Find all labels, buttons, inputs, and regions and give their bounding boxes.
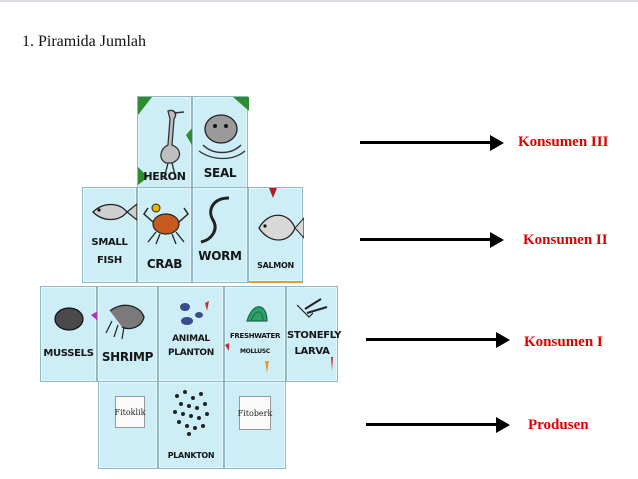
card-seal: SEAL xyxy=(192,96,249,190)
heron-icon xyxy=(138,97,193,185)
card-worm: WORM xyxy=(192,187,248,283)
arrow-konsumen-1 xyxy=(366,330,510,350)
label-stonefly-1: STONEFLY xyxy=(287,330,342,341)
animal-planton-icon xyxy=(180,301,209,325)
arrowhead-icon xyxy=(490,232,504,248)
level-label-konsumen-2: Konsumen II xyxy=(523,232,608,248)
shrimp-icon xyxy=(105,304,145,340)
salmon-icon xyxy=(258,188,304,241)
label-worm: WORM xyxy=(198,249,242,263)
top-rule xyxy=(0,0,638,2)
card-plankton: PLANKTON xyxy=(158,381,224,469)
card-small-fish: SMALL FISH xyxy=(82,187,138,283)
label-mussels: MUSSELS xyxy=(43,348,94,359)
card-animal-planton: ANIMAL PLANTON xyxy=(158,286,224,382)
card-fitoplankton-right: Fitoberk xyxy=(224,381,286,469)
level-label-konsumen-3: Konsumen III xyxy=(518,134,609,150)
label-seal: SEAL xyxy=(203,166,237,180)
crab-icon xyxy=(143,203,189,245)
small-fish-icon xyxy=(92,202,138,222)
card-mussels: MUSSELS xyxy=(40,286,98,382)
level-label-konsumen-1: Konsumen I xyxy=(524,334,603,350)
freshwater-mollusc-icon xyxy=(225,306,269,373)
label-stonefly-2: LARVA xyxy=(294,346,330,357)
label-shrimp: SHRIMP xyxy=(101,350,154,364)
card-freshwater-mollusc: FRESHWATER MOLLUSC xyxy=(224,286,286,382)
tile-fitoklik: Fitoklik xyxy=(115,396,145,428)
arrowhead-icon xyxy=(496,332,510,348)
card-shrimp: SHRIMP xyxy=(97,286,158,382)
arrow-produsen xyxy=(366,415,510,435)
label-salmon: SALMON xyxy=(257,261,294,270)
arrow-konsumen-2 xyxy=(360,230,504,250)
card-crab: CRAB xyxy=(137,187,192,283)
mussels-icon xyxy=(54,307,98,331)
arrow-konsumen-3 xyxy=(360,133,504,153)
label-small-fish-1: SMALL xyxy=(91,237,128,248)
tile-fitoberk: Fitoberk xyxy=(238,396,272,430)
arrowhead-icon xyxy=(490,135,504,151)
card-stonefly-larva: STONEFLY LARVA xyxy=(286,286,342,382)
worm-icon xyxy=(200,196,230,244)
page-title: 1. Piramida Jumlah xyxy=(22,33,146,50)
label-plankton: PLANKTON xyxy=(167,451,215,460)
label-crab: CRAB xyxy=(146,257,183,271)
label-small-fish-2: FISH xyxy=(97,255,122,266)
plankton-icon xyxy=(173,390,209,436)
label-animal-planton-1: ANIMAL xyxy=(172,334,210,344)
label-freshwater-1: FRESHWATER xyxy=(229,332,281,340)
label-freshwater-2: MOLLUSC xyxy=(239,348,270,355)
level-label-produsen: Produsen xyxy=(528,417,589,433)
arrowhead-icon xyxy=(496,417,510,433)
seal-icon xyxy=(198,97,249,160)
card-salmon: SALMON xyxy=(248,187,304,283)
stonefly-larva-icon xyxy=(296,298,333,371)
label-animal-planton-2: PLANTON xyxy=(167,348,215,358)
card-heron: HERON xyxy=(137,96,193,190)
label-heron: HERON xyxy=(143,170,186,183)
card-fitoplankton-left: Fitoklik xyxy=(98,381,158,469)
